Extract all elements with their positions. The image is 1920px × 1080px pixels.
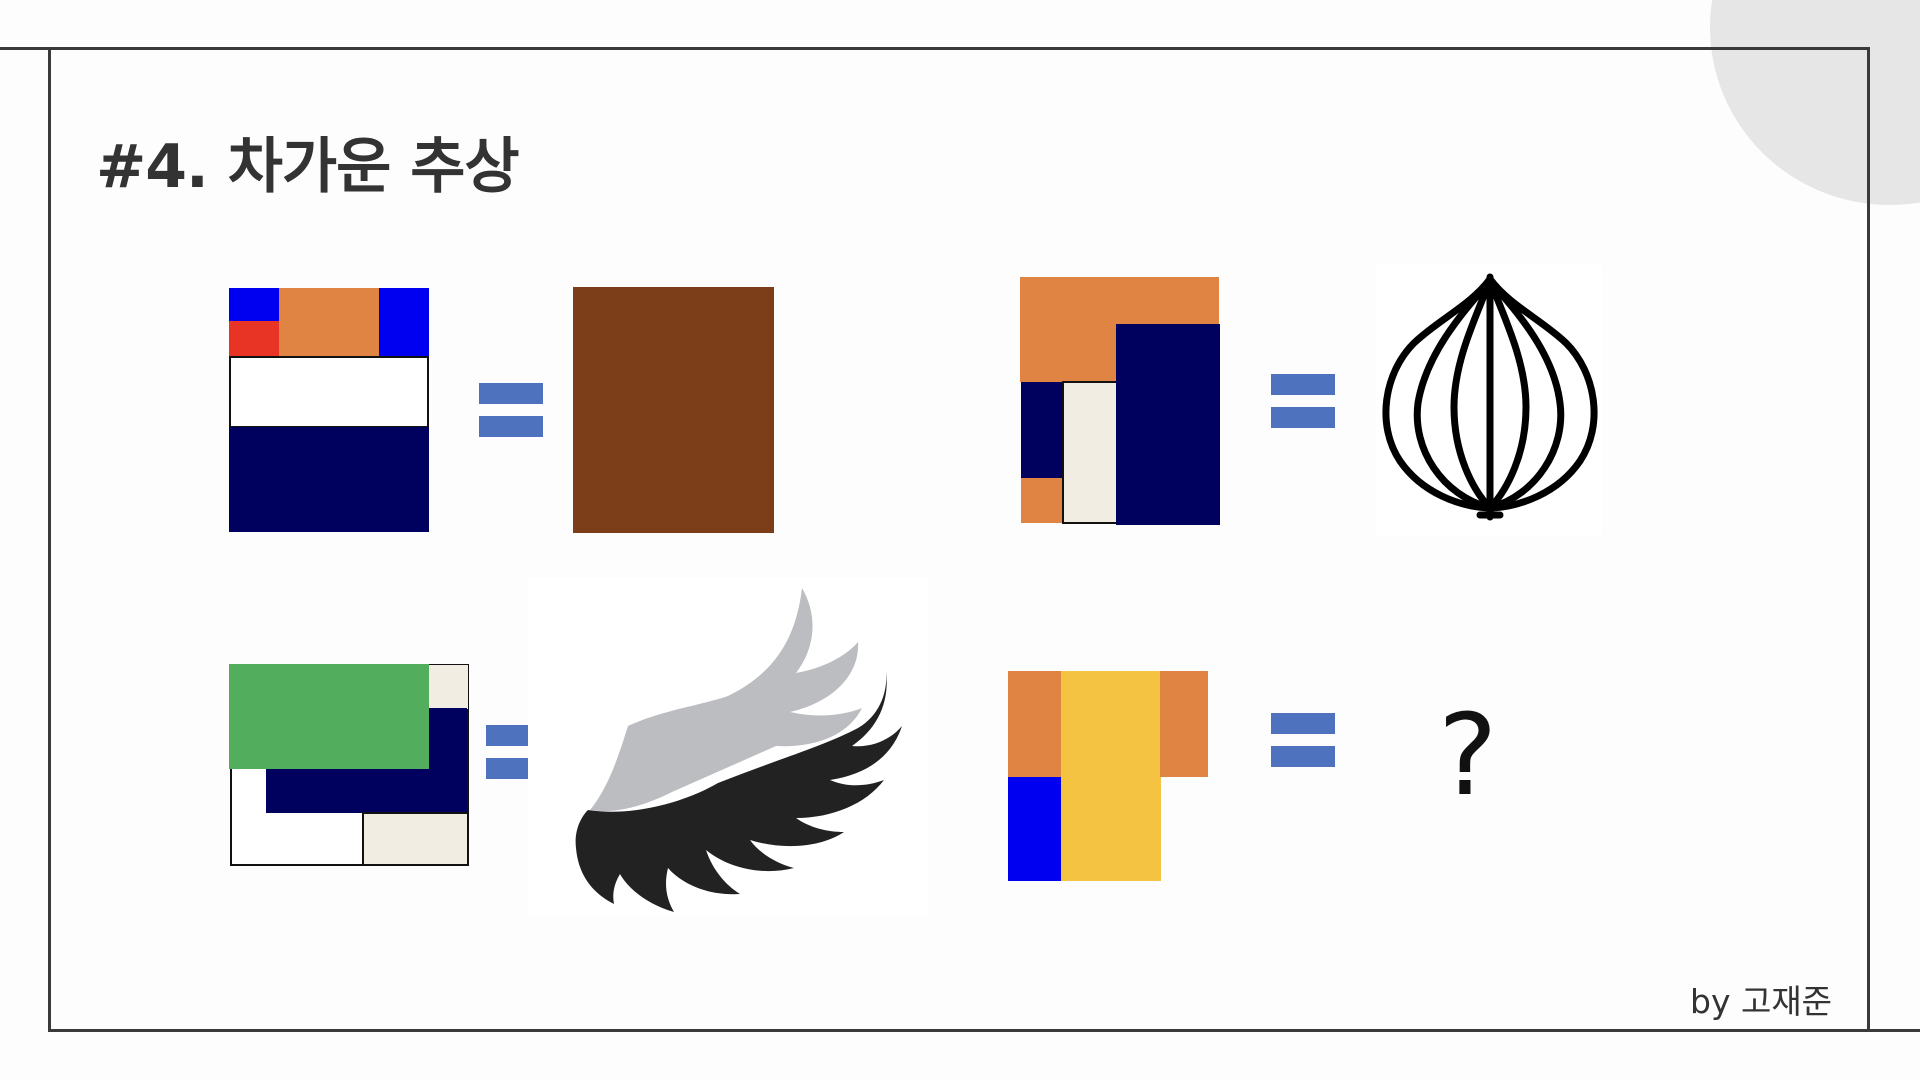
comp4-orange-right xyxy=(1160,671,1208,777)
equals-sign-4 xyxy=(1271,713,1335,769)
comp2-navy-left xyxy=(1021,382,1063,478)
equals-sign-1 xyxy=(479,383,543,439)
author-byline: by 고재준 xyxy=(1690,982,1833,1021)
comp4-yellow-block xyxy=(1061,671,1161,881)
comp4-orange-left xyxy=(1008,671,1062,778)
equals-sign-2 xyxy=(1271,374,1335,430)
comp1-navy-block xyxy=(229,427,429,532)
comp3-green-block xyxy=(229,664,429,769)
frame-extension-bottom-right xyxy=(1868,1029,1920,1032)
onion-icon xyxy=(1376,265,1602,535)
slide-frame xyxy=(48,47,1870,1032)
comp2-orange-bottom xyxy=(1021,478,1063,523)
comp3-cream-top xyxy=(428,665,468,709)
question-mark: ? xyxy=(1438,691,1498,821)
comp1-white-band xyxy=(229,356,429,428)
comp1-orange-block xyxy=(279,288,379,357)
comp3-cream-bottom xyxy=(362,812,469,866)
comp1-blue-top-left xyxy=(229,288,279,321)
comp1-blue-top-right xyxy=(379,288,429,357)
comp2-cream-block xyxy=(1062,381,1118,524)
comp1-red-block xyxy=(229,321,279,357)
comp2-navy-right xyxy=(1116,324,1220,525)
comp4-blue-block xyxy=(1008,777,1062,881)
slide-title: #4. 차가운 추상 xyxy=(96,132,520,202)
wing-icon xyxy=(528,578,928,916)
frame-extension-top-left xyxy=(0,47,50,50)
result-1-brown-square xyxy=(573,287,774,533)
